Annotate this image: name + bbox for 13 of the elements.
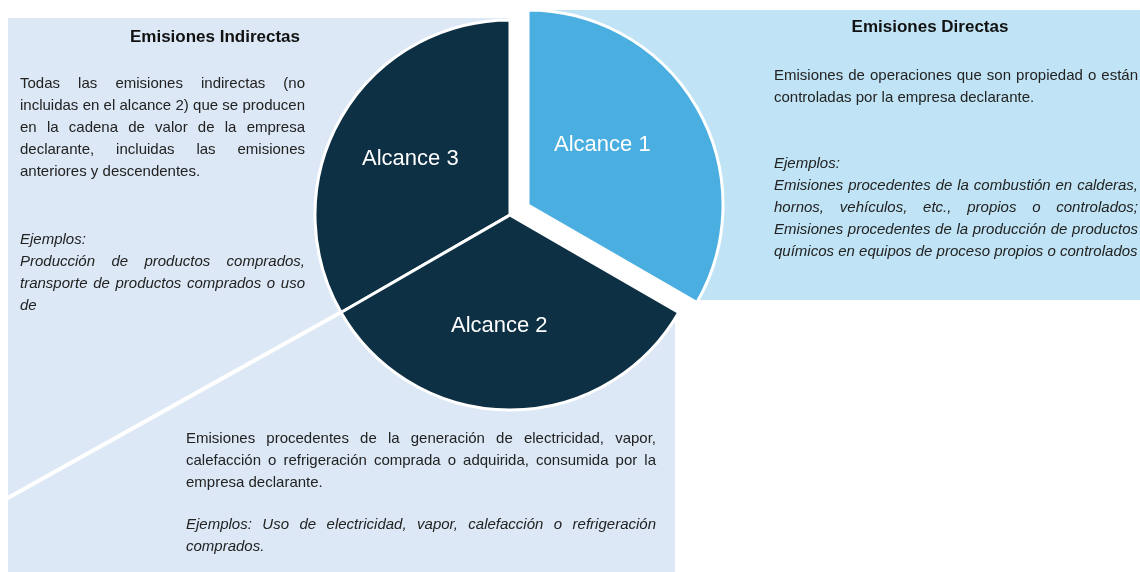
description-text: Emisiones de operaciones que son propiedad o están controladas por la empresa declarante. — [774, 65, 1138, 107]
description-text: Todas las emisiones indirectas (no incluidas en el alcance 2) que se producen en la cadena de valor de la empresa declarante, incluidas las emisiones anteriores y descendentes. — [20, 73, 305, 181]
examples-text: Producción de productos comprados, transporte de productos comprados o uso de — [20, 251, 305, 315]
examples-heading: Ejemplos: — [20, 229, 87, 249]
slice-label: Alcance 1 — [554, 131, 651, 157]
slice-label: Alcance 3 — [362, 145, 459, 171]
panel-heading: Emisiones Directas — [850, 16, 1010, 38]
examples-text: Emisiones procedentes de la combustión en calderas, hornos, vehículos, etc., propios o controlados; Emisiones procedentes de la producción de productos químicos en equipos de proceso propios o controlados — [774, 175, 1138, 261]
examples-text: Ejemplos: Uso de electricidad, vapor, calefacción o refrigeración comprados. — [186, 514, 656, 556]
examples-heading: Ejemplos: — [774, 153, 841, 173]
slice-label: Alcance 2 — [451, 312, 548, 338]
description-text: Emisiones procedentes de la generación de electricidad, vapor, calefacción o refrigeración comprada o adquirida, consumida por la empresa declarante. — [186, 428, 656, 492]
panel-heading: Emisiones Indirectas — [128, 26, 302, 48]
